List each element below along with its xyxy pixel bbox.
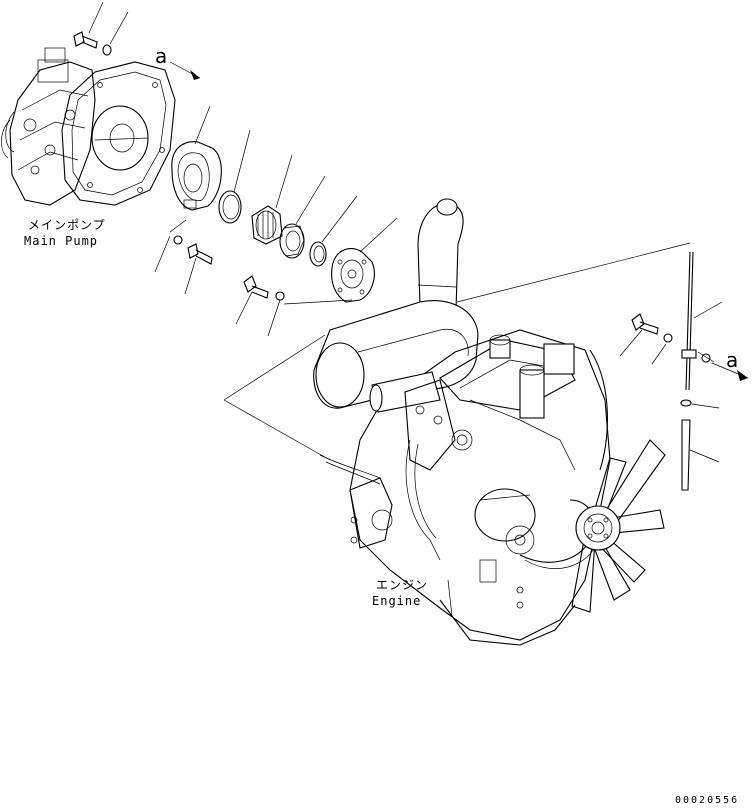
engine-bolt-mid — [235, 275, 353, 337]
view-arrow-top — [169, 61, 201, 80]
drawing-code: 00020556 — [675, 795, 740, 806]
spline-hub — [251, 154, 293, 245]
main-pump-label-jp: メインポンプ — [28, 218, 106, 232]
coupling-element — [279, 175, 326, 259]
engine-label-en: Engine — [372, 594, 422, 608]
snap-ring-1 — [218, 129, 251, 224]
cooling-fan — [571, 439, 666, 613]
snap-ring-2 — [309, 195, 358, 267]
flange-plate — [331, 217, 398, 303]
view-marker-right: a — [726, 348, 739, 372]
engine-label-jp: エンジン — [376, 578, 429, 592]
leader-to-engine-top — [223, 334, 326, 401]
coupling-flange — [171, 105, 222, 211]
pump-bolt-top — [73, 1, 129, 56]
engine-assembly — [313, 198, 611, 646]
main-pump-label-en: Main Pump — [24, 234, 99, 248]
leader-to-engine-bottom — [223, 399, 331, 461]
pump-bolt-lower — [154, 219, 213, 295]
view-marker-left: a — [155, 44, 168, 68]
dipstick-group — [456, 242, 723, 491]
view-arrow-right — [711, 362, 749, 381]
main-pump-assembly — [1, 47, 176, 206]
